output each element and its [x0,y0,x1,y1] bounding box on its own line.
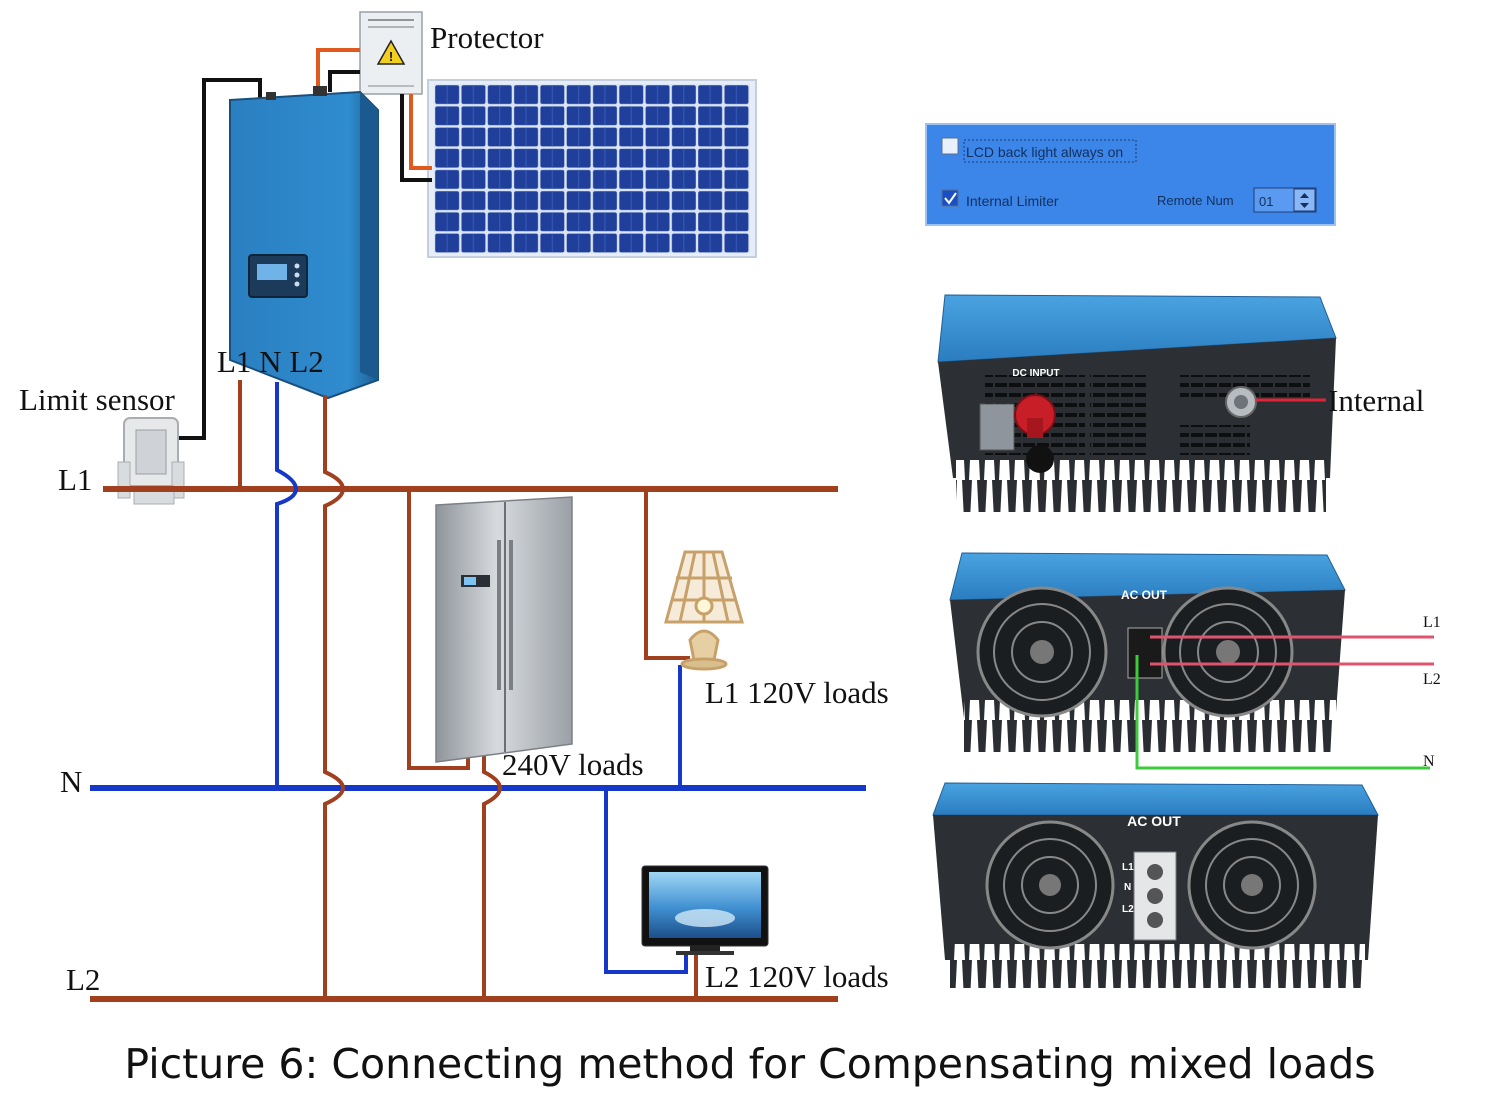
load-240v-label: 240V loads [502,747,644,782]
inverter-rear-panel-ac-1: AC OUT [949,552,1346,752]
check-icon [944,192,957,205]
protector-label: Protector [430,20,544,55]
lcd-backlight-checkbox[interactable] [941,137,959,155]
ac-out-label-bottom: AC OUT [1127,813,1181,829]
grid-tie-inverter [229,86,379,400]
warning-icon [376,39,406,65]
lcd-backlight-label: LCD back light always on [966,144,1123,160]
ac-out-label-top: AC OUT [1121,588,1168,602]
inverter-rear-panel-dc: DC INPUT [937,294,1337,512]
callout-l1-label: L1 [1423,614,1441,631]
terminal-n-label: N [1124,882,1131,893]
tv-icon [641,865,769,955]
comm-port-icon [979,403,1015,451]
remote-num-value: 01 [1259,194,1273,209]
bus-l2-label: L2 [66,962,100,997]
dc-input-label: DC INPUT [1012,368,1059,379]
bus-n-label: N [60,764,82,799]
inverter-terminals-label: L1 N L2 [217,344,324,379]
load-240v-wires [407,489,503,999]
limit-sensor-label: Limit sensor [19,382,176,417]
internal-limiter-checkbox[interactable] [941,189,959,207]
remote-num-spinbox[interactable]: 01 [1253,187,1317,213]
figure-caption: Picture 6: Connecting method for Compens… [124,1040,1376,1088]
lamp-icon [664,550,744,671]
limiter-settings-panel: LCD back light always on Internal Limite… [925,123,1336,226]
load-l2-120v-wires [604,788,698,999]
spin-up-icon [1300,193,1309,198]
terminal-l2-label: L2 [1122,904,1134,915]
load-l1-120v-wires [644,489,690,788]
callout-l2-label: L2 [1423,671,1441,688]
ac-callout-wires [1135,635,1434,770]
svg-text:!: ! [389,49,393,64]
protector-box: ! [359,11,423,95]
callout-n-label: N [1423,753,1435,770]
inverter-rear-panel-ac-2: AC OUT L1 N L2 [932,782,1379,988]
internal-limiter-label: Internal Limiter [966,193,1059,209]
inverter-output-wires [238,380,346,999]
load-l1-120v-label: L1 120V loads [705,675,889,710]
pv-wires [174,48,432,440]
refrigerator-icon [435,496,573,763]
solar-panel [427,79,757,258]
terminal-l1-label: L1 [1122,862,1134,873]
remote-num-label: Remote Num [1157,193,1234,208]
bus-l1-label: L1 [58,462,92,497]
load-l2-120v-label: L2 120V loads [705,959,889,994]
spin-down-icon [1300,203,1309,208]
internal-label: Internal [1328,383,1424,418]
